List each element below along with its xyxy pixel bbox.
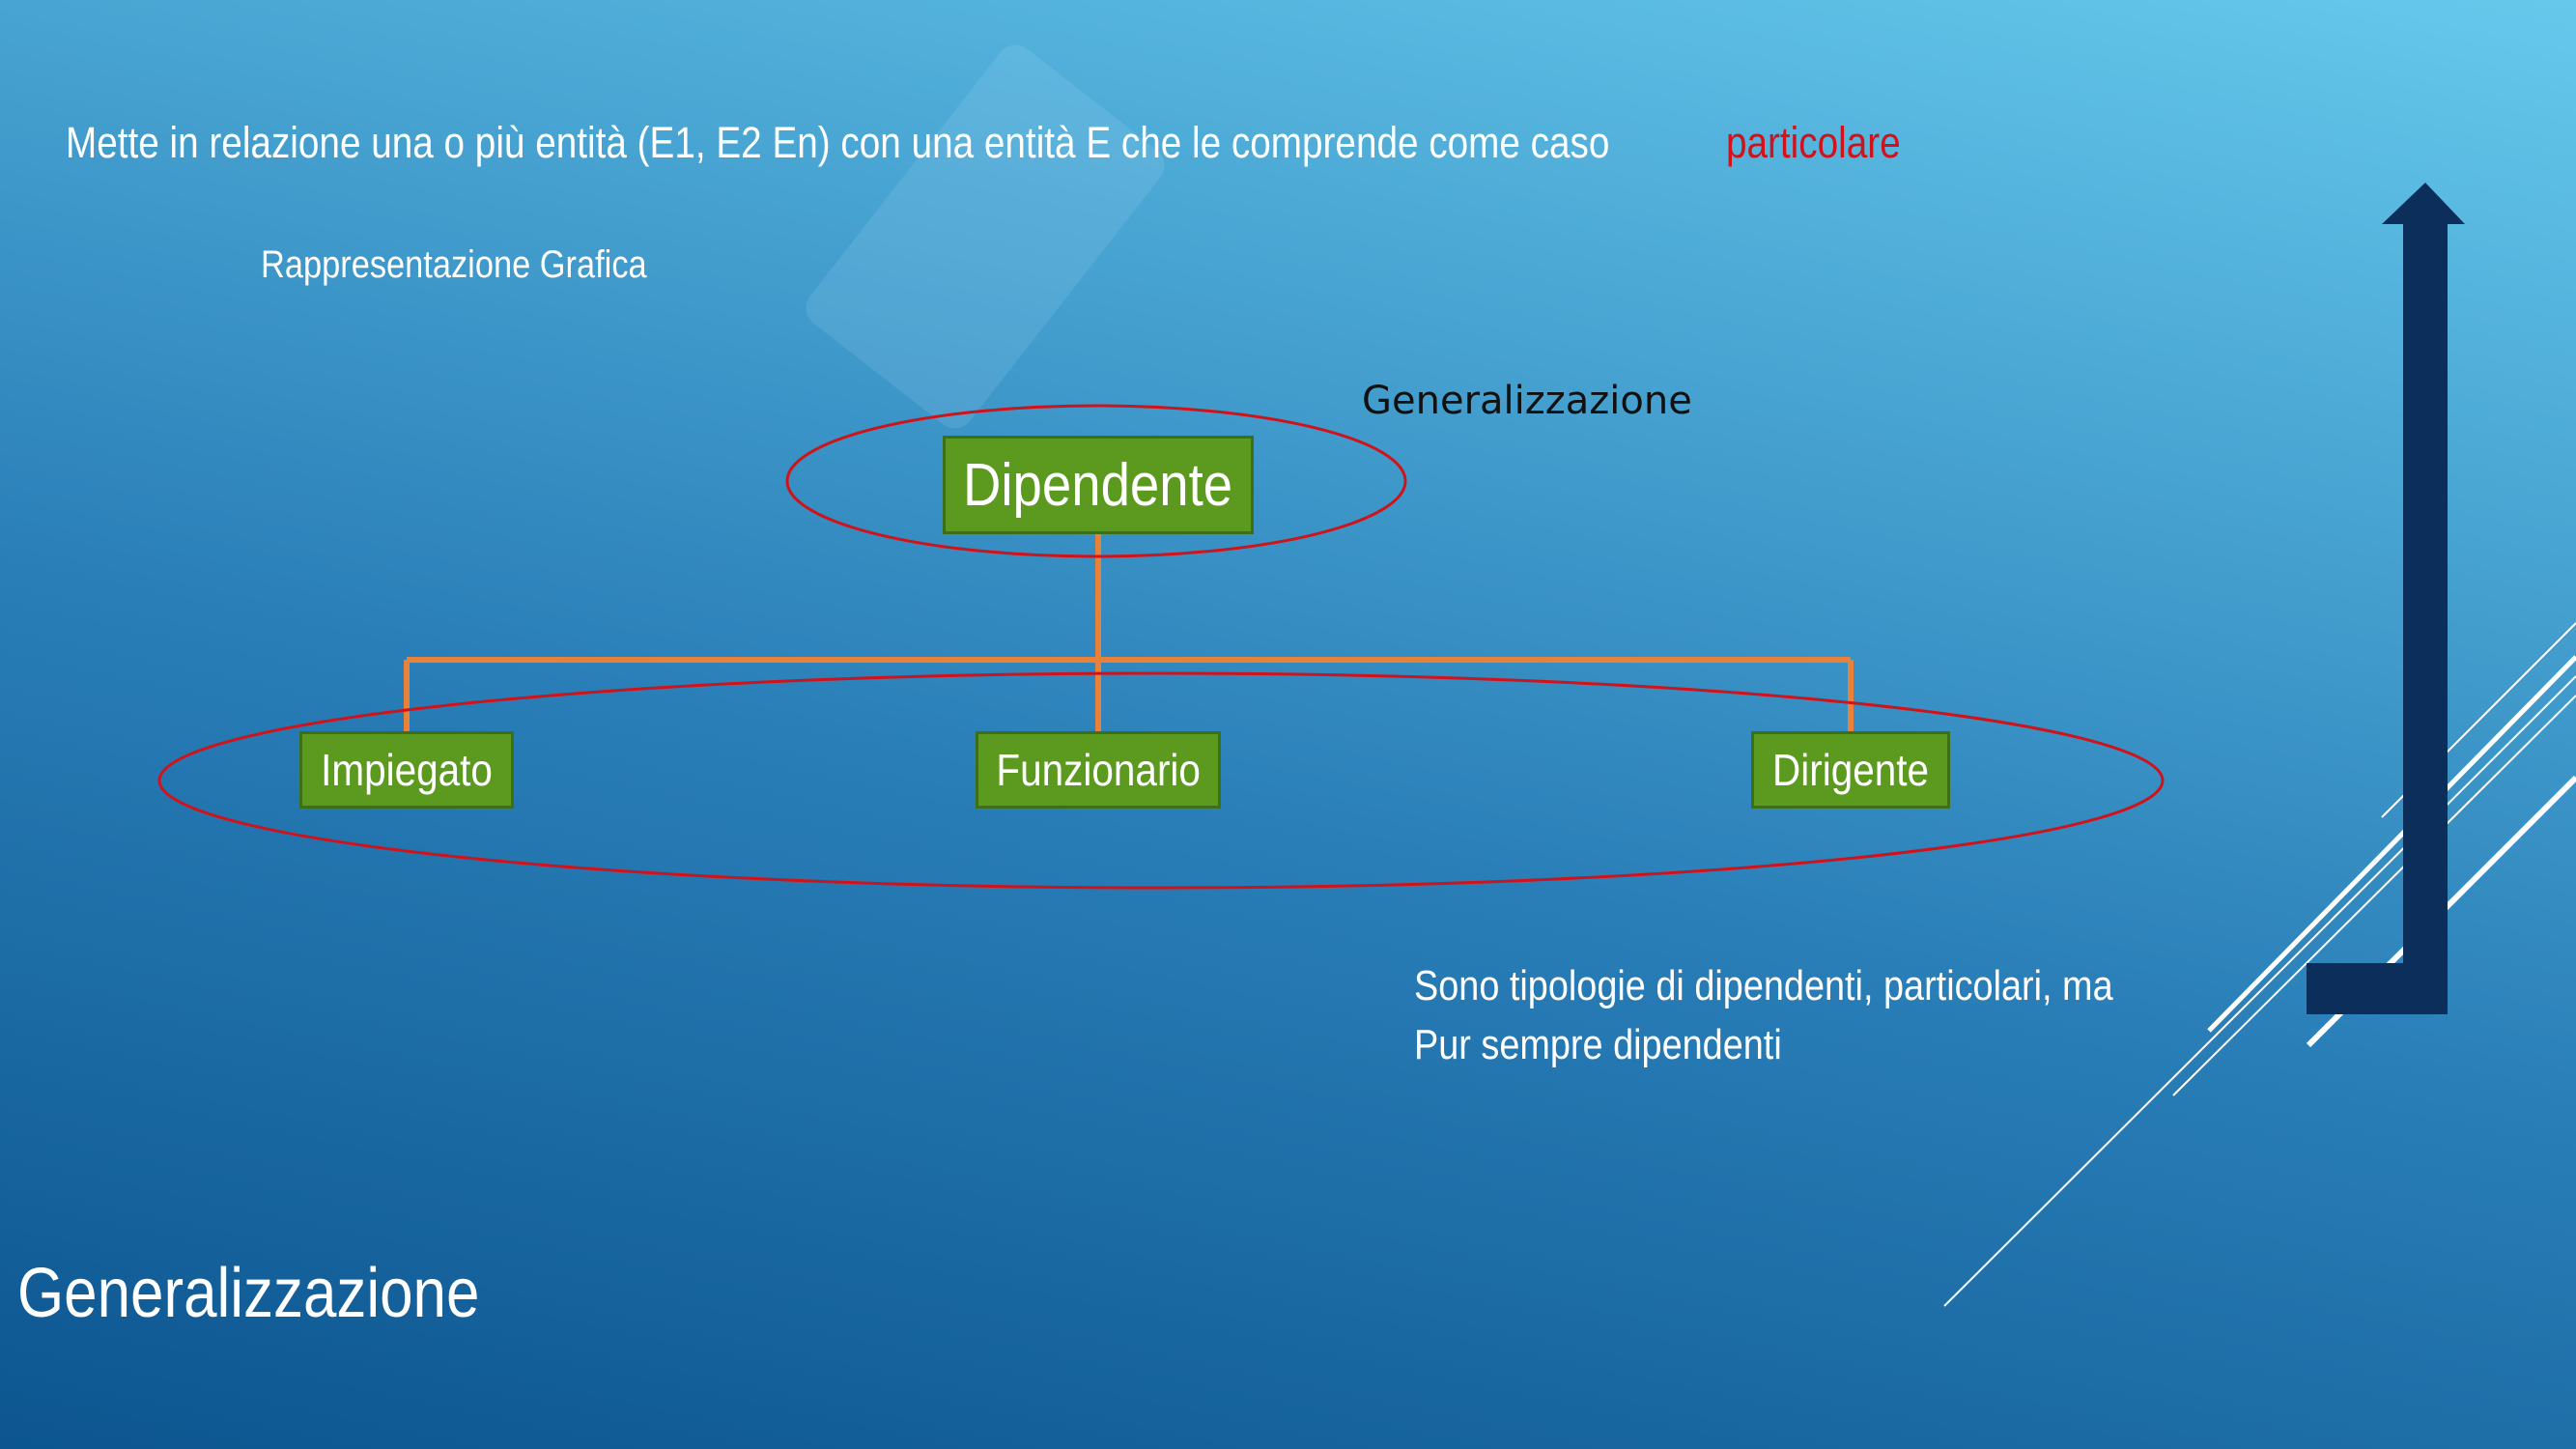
entity-parent-label: Dipendente	[963, 451, 1233, 519]
watermark	[806, 44, 1165, 429]
entity-child-1: Impiegato	[299, 731, 514, 809]
intro-text: Mette in relazione una o più entità (E1,…	[66, 118, 1610, 167]
note-line-2: Pur sempre dipendenti	[1414, 1021, 1782, 1068]
connector-lines	[404, 534, 1854, 731]
parent-ellipse	[785, 404, 1407, 558]
children-ellipse	[157, 671, 2165, 890]
up-arrow-icon	[2307, 183, 2465, 1014]
relation-label: Generalizzazione	[1362, 379, 1692, 423]
subtitle: Rappresentazione Grafica	[261, 243, 647, 286]
entity-child-1-label: Impiegato	[321, 745, 493, 795]
note-text: Sono tipologie di dipendenti, particolar…	[1414, 956, 2113, 1074]
entity-child-2: Funzionario	[976, 731, 1221, 809]
note-line-1: Sono tipologie di dipendenti, particolar…	[1414, 962, 2113, 1009]
entity-child-3-label: Dirigente	[1771, 745, 1930, 795]
entity-child-2-label: Funzionario	[996, 745, 1201, 795]
intro-highlight: particolare	[1726, 118, 1901, 167]
entity-child-3: Dirigente	[1751, 731, 1950, 809]
slide-title: Generalizzazione	[17, 1255, 480, 1332]
entity-parent: Dipendente	[943, 436, 1254, 534]
